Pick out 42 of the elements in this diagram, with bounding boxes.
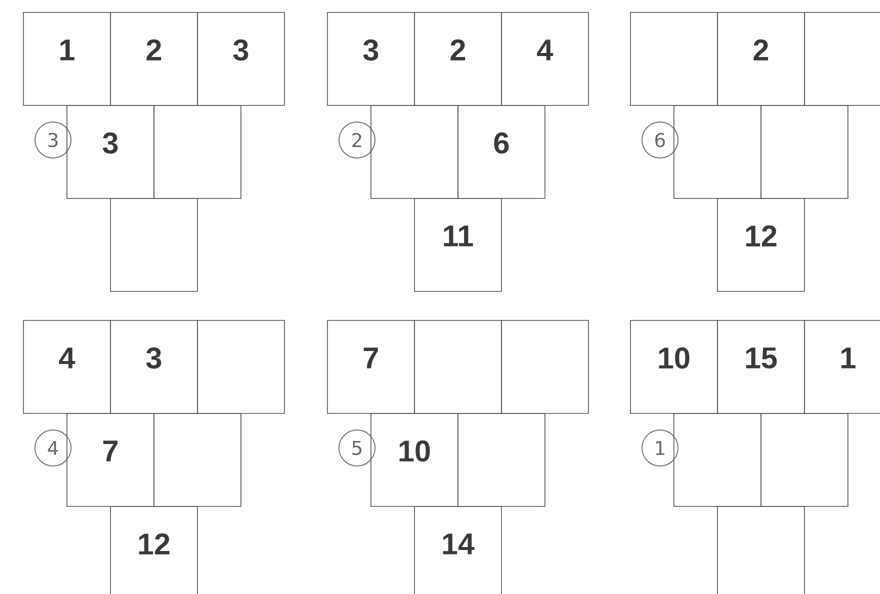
number-cell: 4	[501, 12, 589, 106]
number-cell: 2	[110, 12, 198, 106]
empty-cell	[414, 320, 502, 414]
empty-cell	[154, 105, 242, 199]
circled-number: 5	[338, 430, 376, 466]
empty-cell	[458, 413, 546, 507]
number-cell: 7	[66, 413, 154, 507]
number-cell: 3	[197, 12, 285, 106]
number-cell: 14	[414, 506, 502, 594]
number-cell: 4	[23, 320, 111, 414]
number-cell: 3	[327, 12, 415, 106]
circled-number: 2	[338, 122, 376, 158]
empty-cell	[154, 413, 242, 507]
number-cell: 3	[110, 320, 198, 414]
empty-cell	[630, 12, 718, 106]
number-cell: 15	[717, 320, 805, 414]
empty-cell	[760, 105, 848, 199]
number-cell: 7	[327, 320, 415, 414]
number-cell: 10	[370, 413, 458, 507]
number-cell: 12	[717, 198, 805, 292]
empty-cell	[717, 506, 805, 594]
empty-cell	[110, 198, 198, 292]
number-cell: 10	[630, 320, 718, 414]
circled-number: 1	[642, 430, 678, 466]
number-cell: 2	[717, 12, 805, 106]
empty-cell	[674, 105, 762, 199]
number-cell: 2	[414, 12, 502, 106]
circled-number: 6	[642, 122, 678, 158]
number-cell: 1	[23, 12, 111, 106]
empty-cell	[197, 320, 285, 414]
empty-cell	[760, 413, 848, 507]
number-cell: 1	[804, 320, 880, 414]
empty-cell	[501, 320, 589, 414]
number-cell: 3	[66, 105, 154, 199]
number-cell: 12	[110, 506, 198, 594]
empty-cell	[804, 12, 880, 106]
circled-number: 3	[34, 122, 72, 158]
empty-cell	[370, 105, 458, 199]
number-cell: 6	[458, 105, 546, 199]
circled-number: 4	[34, 430, 72, 466]
empty-cell	[674, 413, 762, 507]
number-cell: 11	[414, 198, 502, 292]
